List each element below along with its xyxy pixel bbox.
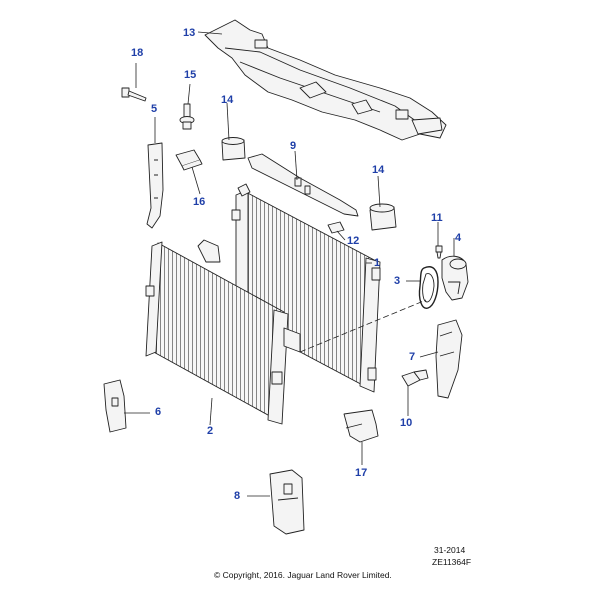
- callout-2: 2: [207, 425, 214, 437]
- callout-10: 10: [400, 417, 413, 429]
- bracket-lower-left-part: [103, 379, 127, 433]
- callout-12: 12: [347, 235, 360, 247]
- clip-part: [327, 221, 345, 234]
- callout-3: 3: [394, 275, 401, 287]
- callout-1: 1: [374, 257, 381, 269]
- callout-18: 18: [131, 47, 144, 59]
- mount-isolator-upper-part: [221, 137, 246, 161]
- top-bracket-part: [247, 153, 359, 217]
- callout-11: 11: [431, 212, 443, 224]
- stud-clip-part: [179, 103, 195, 130]
- callout-9: 9: [290, 140, 297, 152]
- callout-16: 16: [193, 196, 206, 208]
- leader-lines: [124, 31, 455, 497]
- callout-7: 7: [409, 351, 416, 363]
- front-crossmember-part: [204, 19, 447, 141]
- air-deflector-right-part: [435, 319, 463, 399]
- callout-13: 13: [183, 27, 196, 39]
- bolt-part: [121, 87, 147, 102]
- callout-6: 6: [155, 406, 162, 418]
- callout-14-upper: 14: [221, 94, 234, 106]
- callout-8: 8: [234, 490, 241, 502]
- callout-4: 4: [455, 232, 462, 244]
- baffle-part: [269, 469, 305, 535]
- date-code: 31-2014: [434, 545, 466, 555]
- condenser-part: [145, 239, 301, 425]
- bracket-lower-centre-part: [343, 409, 379, 443]
- drawing-id: ZE11364F: [432, 557, 472, 567]
- mount-isolator-lower-part: [369, 203, 397, 231]
- callout-15: 15: [184, 69, 197, 81]
- sensor-part: [401, 369, 429, 387]
- air-deflector-left-part: [146, 142, 164, 229]
- copyright-notice: © Copyright, 2016. Jaguar Land Rover Lim…: [214, 570, 392, 580]
- callout-17: 17: [355, 467, 368, 479]
- outlet-housing-part: [441, 255, 469, 301]
- clip-nut-part: [175, 149, 203, 171]
- callout-14-lower: 14: [372, 164, 385, 176]
- callout-5: 5: [151, 103, 158, 115]
- fastener-part: [435, 245, 443, 259]
- gasket-part: [418, 266, 439, 309]
